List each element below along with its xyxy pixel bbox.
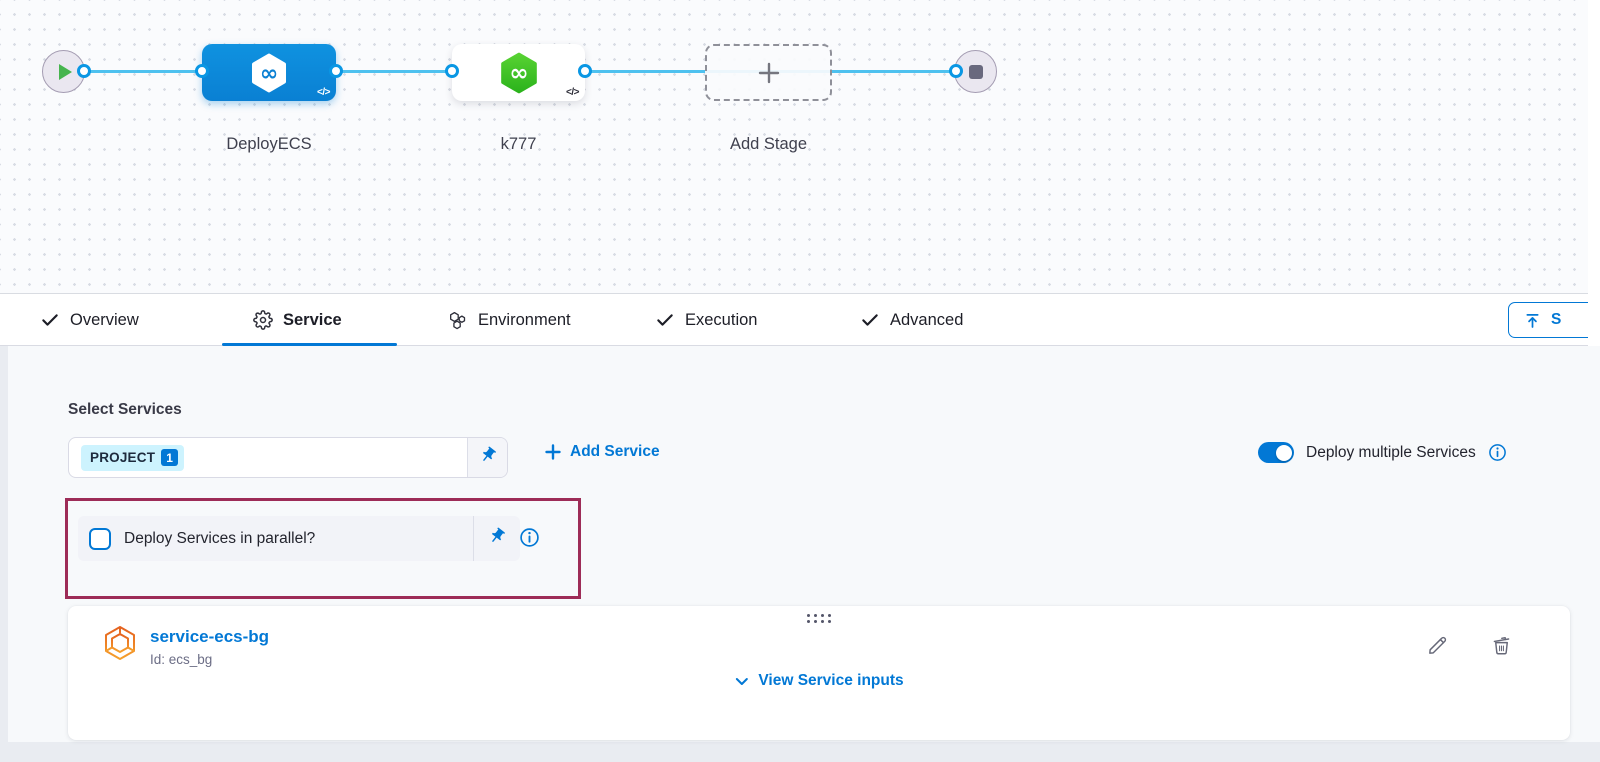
check-icon [862,314,878,326]
deploy-multiple-toggle[interactable] [1258,442,1294,463]
connector-dot [445,64,459,78]
service-id-text: Id: ecs_bg [150,652,213,667]
connector-dot [949,64,963,78]
view-inputs-label: View Service inputs [758,672,904,689]
svg-text:∞: ∞ [509,60,528,86]
tab-service[interactable]: Service [253,294,342,346]
chip-label: PROJECT [90,450,156,465]
toggle-knob [1275,444,1292,461]
chevron-down-icon [735,677,748,685]
stage-deployecs[interactable]: ∞ </> [202,44,336,101]
stage-label-k777: k777 [500,135,537,153]
connector-dot [77,64,91,78]
service-cube-icon [105,626,135,660]
trash-icon [1493,636,1509,654]
info-icon[interactable] [519,527,540,548]
stage-label-deployecs: DeployECS [226,135,312,153]
pipeline-start-node[interactable] [42,50,85,93]
upload-icon [1526,313,1539,328]
left-gutter [0,346,8,762]
tab-overview[interactable]: Overview [40,294,139,346]
connector-dot [329,64,343,78]
view-service-inputs-link[interactable]: View Service inputs [734,672,904,690]
drag-handle-icon[interactable] [807,614,831,623]
stage-tabbar: Overview Service Environment Execution [0,294,1600,346]
active-tab-underline [222,343,397,346]
save-button-label: S [1551,311,1562,328]
bottom-gutter [0,742,1600,762]
add-service-button[interactable]: Add Service [545,443,660,461]
pin-icon [488,527,506,550]
annotation-highlight-box [65,498,581,599]
plus-icon [758,62,779,83]
add-stage-button[interactable] [705,44,832,101]
select-services-label: Select Services [68,401,182,418]
svg-text:∞: ∞ [260,61,278,86]
tab-label: Execution [685,310,758,329]
info-icon[interactable] [1488,443,1507,462]
deploy-parallel-label: Deploy Services in parallel? [124,529,316,547]
stage-k777[interactable]: ∞ </> [452,44,585,101]
gear-icon [253,310,273,330]
pin-input-type-button[interactable] [473,516,520,561]
plus-icon [545,444,561,460]
deploy-parallel-checkbox[interactable] [89,527,111,550]
chip-count-badge: 1 [161,449,179,466]
tab-label: Service [283,310,342,329]
service-card: service-ecs-bg Id: ecs_bg View Ser [68,606,1570,740]
stop-icon [968,64,983,79]
service-name-link[interactable]: service-ecs-bg [150,627,270,646]
stage-label-add-stage: Add Stage [729,135,808,153]
add-service-label: Add Service [570,443,660,460]
hexagons-icon [450,311,466,329]
pin-icon [479,446,497,469]
pencil-icon [1428,636,1446,654]
select-services-input[interactable]: PROJECT 1 [68,437,508,478]
scrollbar-gutter [1588,0,1600,346]
harness-logo-green-icon: ∞ [500,52,537,93]
check-icon [657,314,673,326]
tab-execution[interactable]: Execution [655,294,757,346]
tab-environment[interactable]: Environment [447,294,571,346]
save-button[interactable]: S [1508,302,1600,338]
deploy-multiple-label: Deploy multiple Services [1306,443,1476,461]
connector-dot [195,64,209,78]
tab-advanced[interactable]: Advanced [860,294,963,346]
connector-dot [578,64,592,78]
check-icon [42,314,58,326]
tab-label: Overview [70,310,139,329]
delete-service-button[interactable] [1484,628,1518,662]
service-tab-panel: Select Services PROJECT 1 Add Service [0,346,1600,762]
pipeline-canvas[interactable]: ∞ </> DeployECS ∞ </> k777 Add Stage [0,0,1600,294]
harness-logo-icon: ∞ [251,53,287,92]
tab-label: Advanced [890,310,964,329]
yaml-code-badge: </> [317,87,330,98]
deploy-parallel-field[interactable]: Deploy Services in parallel? [78,516,520,561]
pin-input-type-button[interactable] [467,438,507,477]
yaml-code-badge: </> [566,87,579,98]
play-icon [59,63,72,80]
deploy-multiple-row: Deploy multiple Services [1258,442,1507,463]
project-scope-chip[interactable]: PROJECT 1 [81,444,185,471]
edit-service-button[interactable] [1420,628,1454,662]
tab-label: Environment [478,310,571,329]
